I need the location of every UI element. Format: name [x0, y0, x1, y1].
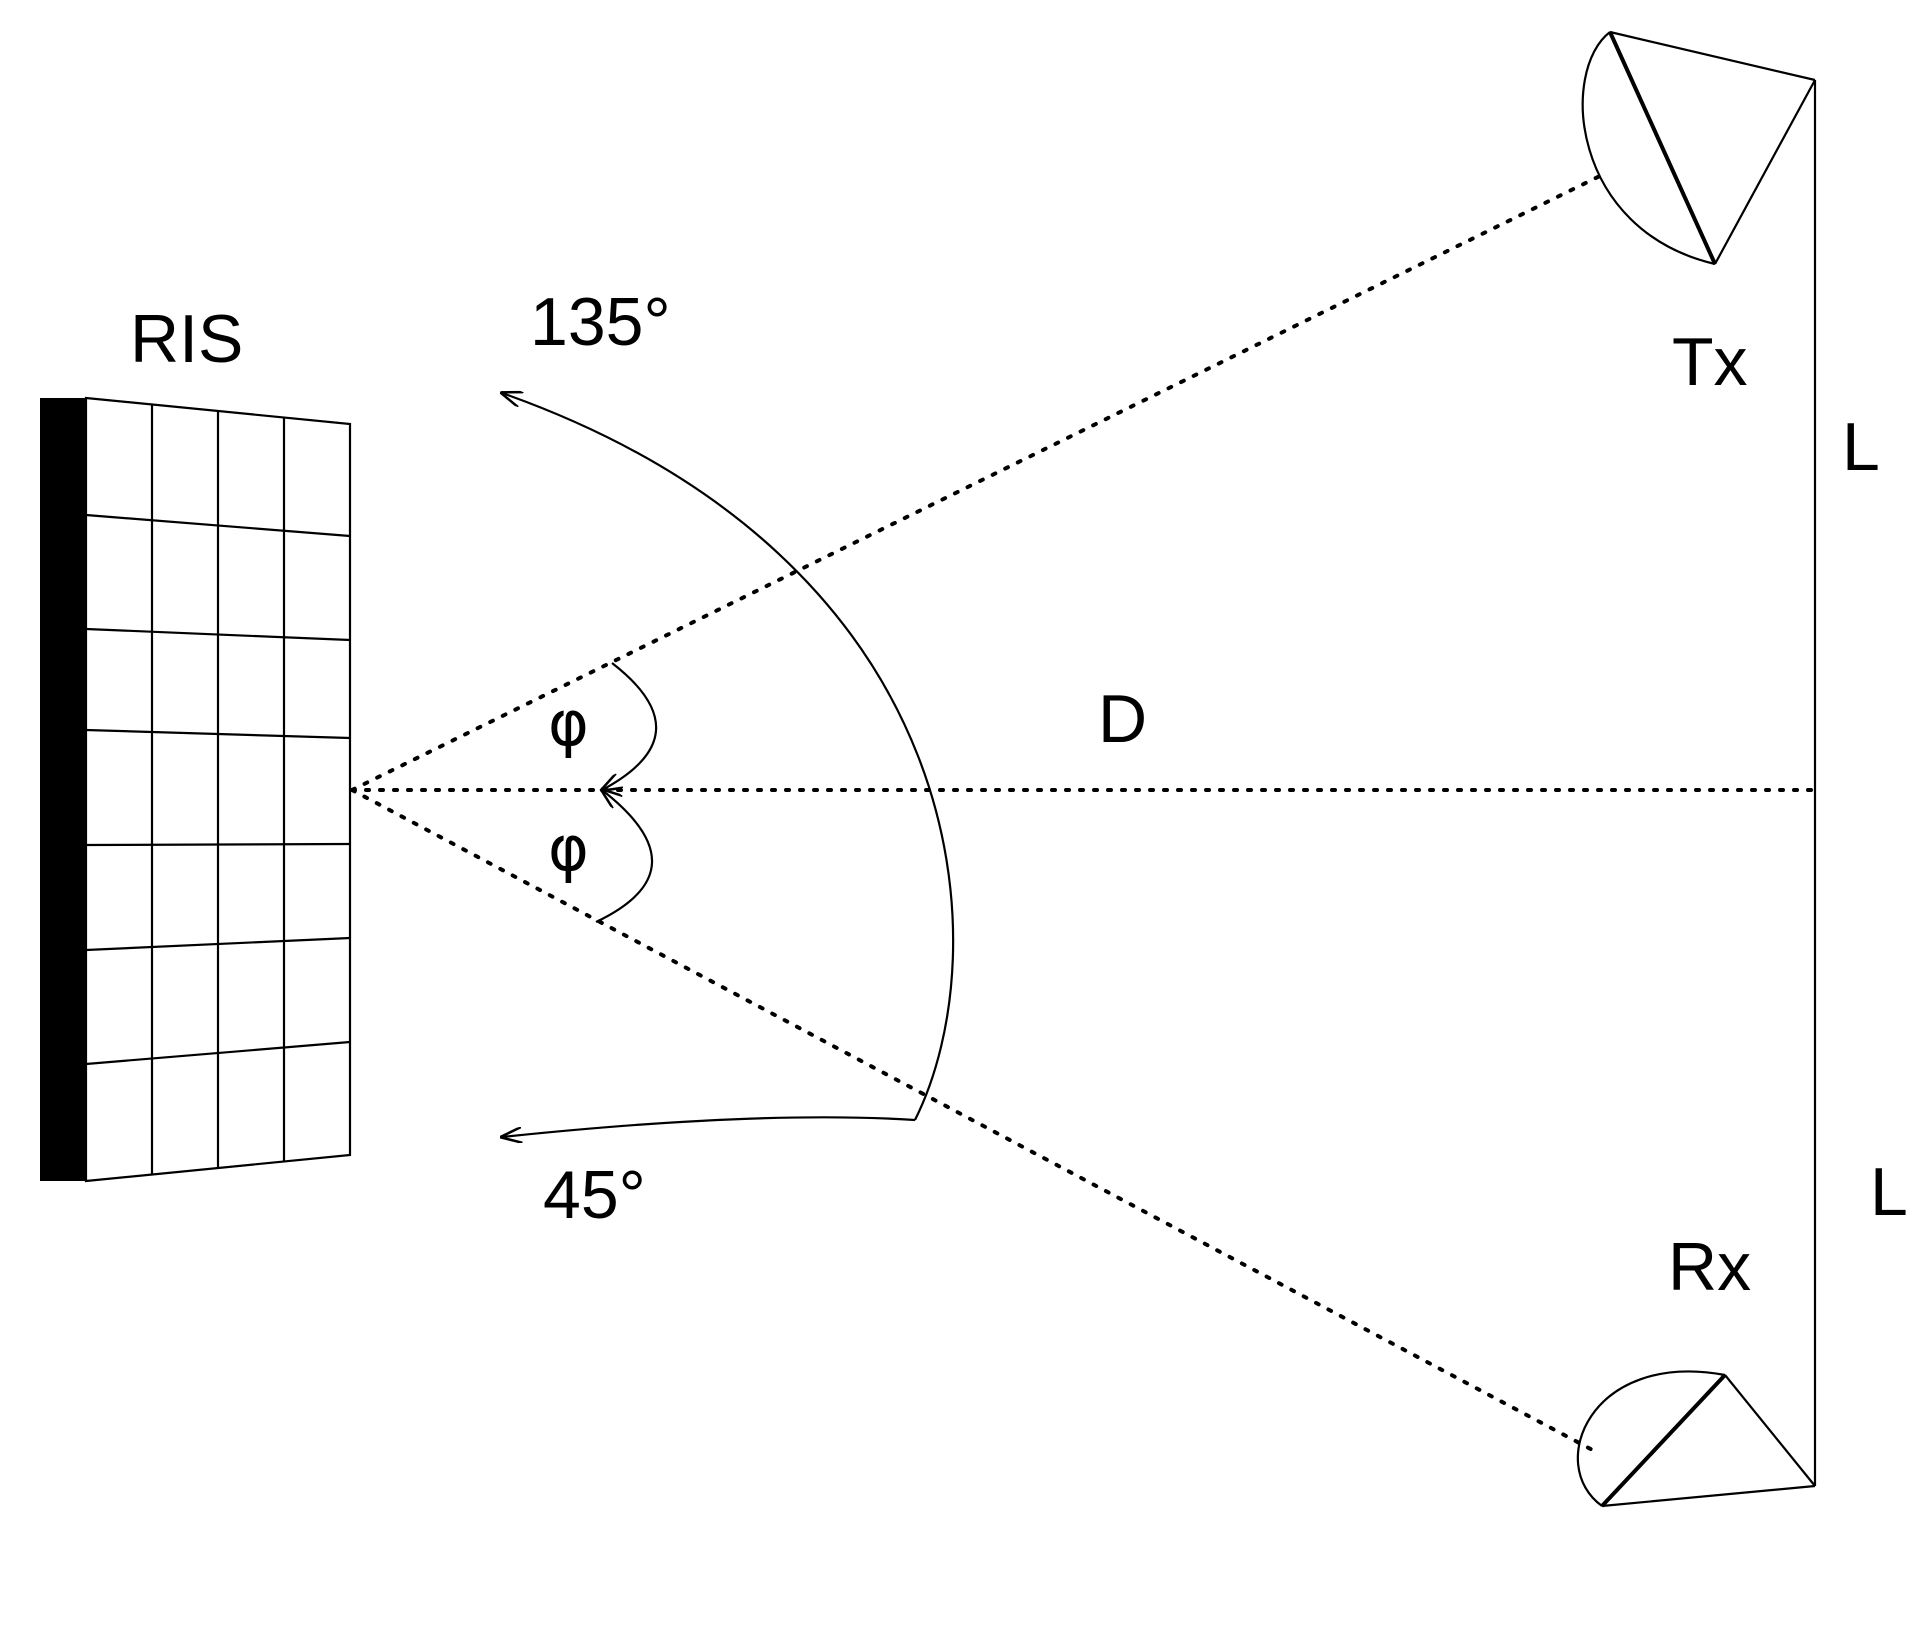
rx-dish	[1576, 1370, 1726, 1507]
rx-aperture	[1600, 1373, 1727, 1508]
beam-paths	[350, 170, 1817, 1456]
phi-arc-bottom	[595, 790, 654, 923]
tx-aperture	[1608, 31, 1717, 265]
distance-label: D	[1098, 681, 1147, 757]
sweep-arc	[502, 393, 955, 1121]
tx-label: Tx	[1672, 324, 1748, 400]
ris-grid	[84, 396, 352, 1183]
sweep-arc-lower	[502, 1116, 916, 1137]
phi-top-label: φ	[548, 687, 589, 760]
angle-135-label: 135°	[530, 284, 671, 360]
rx-label: Rx	[1668, 1229, 1751, 1305]
phi-arc-top	[602, 662, 658, 790]
ris-panel	[40, 396, 352, 1183]
ris-backplate	[40, 398, 86, 1181]
tx-dish	[1581, 31, 1716, 266]
angle-45-label: 45°	[543, 1157, 646, 1233]
l-top-label: L	[1842, 409, 1880, 485]
rx-antenna	[1576, 1370, 1816, 1508]
l-bottom-label: L	[1870, 1154, 1908, 1230]
tx-path	[350, 170, 1610, 792]
tx-antenna	[1581, 30, 1816, 266]
phi-bottom-label: φ	[548, 812, 589, 885]
ris-label: RIS	[130, 301, 243, 377]
rx-path	[350, 788, 1602, 1456]
